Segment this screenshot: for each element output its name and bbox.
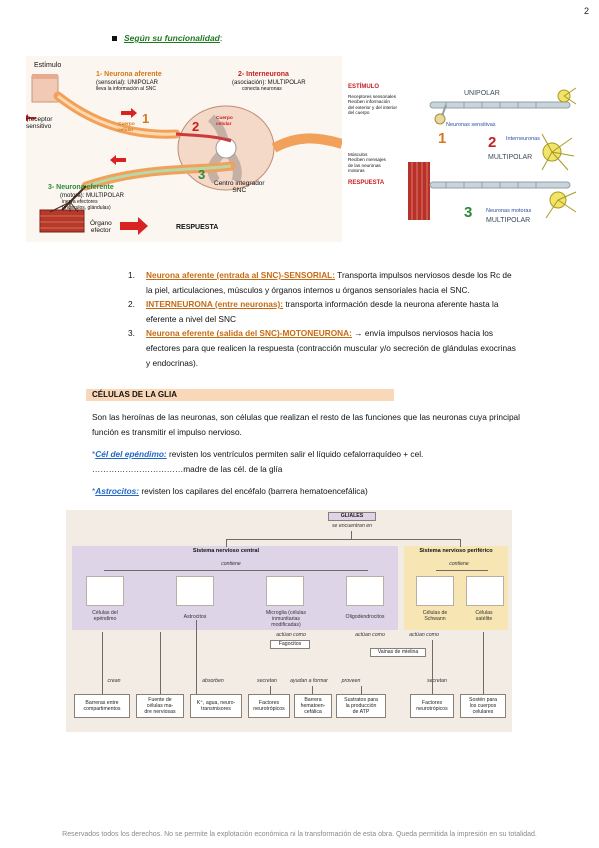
snc-label: Sistema nervioso central (192, 548, 260, 554)
list-item: 3.Neurona eferente (salida del SNC)-MOTO… (128, 328, 516, 368)
result-box: Sostén para los cuerpos celulares (460, 694, 506, 718)
cell-label: Oligodendrocitos (345, 614, 385, 620)
glia-concept-map: GLIALES se encuentran en Sistema nervios… (66, 510, 512, 732)
result-box: Fuente de células ma- dre nerviosas (136, 694, 184, 718)
page-number: 2 (583, 6, 589, 16)
unipolar-label: UNIPOLAR (464, 90, 500, 97)
neuron-function-list: 1.Neurona aferente (entrada al SNC)-SENS… (128, 268, 518, 370)
afferent-sub: (sensorial): UNIPOLAR (96, 80, 159, 86)
oligodendrocito-cell-image (346, 576, 384, 606)
right-estimulo: ESTÍMULO (348, 84, 379, 90)
cell-label: Células de Schwann (422, 610, 448, 622)
astrocitos-paragraph: *Astrocitos: revisten los capilares del … (92, 486, 368, 496)
list-item: 2.INTERNEURONA (entre neuronas): transpo… (128, 299, 499, 324)
glia-intro: Son las heroínas de las neuronas, son cé… (92, 412, 521, 437)
inter-sub: (asociación): MULTIPOLAR (232, 80, 306, 86)
glia-heading: CÉLULAS DE LA GLIA (86, 389, 394, 401)
gliales-box: GLIALES (328, 512, 376, 521)
result-box: Barreras entre compartimentos (74, 694, 130, 718)
vainas-box: Vainas de mielina (370, 648, 426, 657)
reflex-arc-illustration (23, 74, 344, 235)
copyright-footer: Reservados todos los derechos. No se per… (62, 831, 537, 838)
cell-label: Microglia (células inmunitarias modifica… (265, 610, 307, 628)
cell-label: Células satélite (475, 610, 493, 622)
section-heading: Según su funcionalidad: (112, 33, 222, 43)
sensitivas-label: Neuronas sensitivas (446, 122, 496, 128)
motoras-label: Neuronas motoras (486, 208, 532, 214)
efferent-title: 3- Neurona eferente (48, 184, 114, 191)
fagocitos-box: Fagocitos (270, 640, 310, 649)
snp-label: Sistema nervioso periférico (419, 548, 493, 554)
right-respuesta: RESPUESTA (348, 180, 385, 186)
result-box: Factores neurotrópicos (248, 694, 290, 718)
right-num-2: 2 (488, 134, 497, 151)
efferent-desc: inerva efectores (músculos, glándulas) (62, 199, 111, 211)
ependimo-cell-image (86, 576, 124, 606)
respuesta-label: RESPUESTA (176, 224, 219, 231)
estimulo-label: Estímulo (34, 62, 62, 69)
multipolar-label-1: MULTIPOLAR (488, 154, 533, 161)
satelite-cell-image (466, 576, 504, 606)
afferent-desc: lleva la información al SNC (96, 86, 157, 92)
result-box: Barrera hematoen- cefálica (294, 694, 332, 718)
cuerpo-celular-label-2: Cuerpo celular (216, 116, 233, 127)
cuerpo-celular-label-1: Cuerpo celular (118, 122, 135, 133)
square-bullet-icon (112, 35, 117, 41)
num-2: 2 (192, 119, 200, 134)
cell-label: Células del epéndimo (92, 610, 118, 622)
neuron-types-figure: ESTÍMULO Receptores sensoriales Reciben … (346, 74, 578, 228)
cell-label: Astrocitos (183, 614, 207, 620)
receptores-label: Receptores sensoriales Reciben informaci… (348, 94, 398, 115)
microglia-cell-image (266, 576, 304, 606)
right-num-1: 1 (438, 130, 447, 147)
receptor-label: Receptor sensitivo (26, 116, 53, 131)
num-1: 1 (142, 111, 150, 126)
inter-desc: conecta neuronas (242, 86, 282, 92)
num-3: 3 (198, 167, 206, 182)
interneuronas-label: Interneuronas (506, 136, 540, 142)
schwann-cell-image (416, 576, 454, 606)
astrocito-cell-image (176, 576, 214, 606)
afferent-title: 1- Neurona aferente (96, 71, 162, 78)
multipolar-label-2: MULTIPOLAR (486, 217, 531, 224)
organo-efector-label: Órgano efector (90, 220, 112, 235)
centro-integrador-label: Centro integrador SNC (214, 180, 265, 195)
right-num-3: 3 (464, 204, 473, 221)
neuron-types-illustration (408, 87, 577, 220)
astrocitos-key: Astrocitos: (95, 486, 140, 496)
result-box: K⁺, agua, neuro- transmisores (190, 694, 242, 718)
reflex-arc-figure: Estímulo 1- Neurona aferente (sensorial)… (23, 56, 344, 242)
inter-title: 2- Interneurona (238, 71, 289, 78)
efferent-sub: (motora): MULTIPOLAR (60, 193, 124, 199)
ependimo-key: Cél del epéndimo: (95, 449, 167, 459)
musculos-label: Músculos Reciben mensajes de las neurona… (348, 152, 386, 173)
result-box: Factores neurotrópicos (410, 694, 454, 718)
list-item: 1.Neurona aferente (entrada al SNC)-SENS… (128, 270, 512, 295)
result-box: Sustratos para la producción de ATP (336, 694, 386, 718)
ependimo-paragraph: *Cél del epéndimo: revisten los ventrícu… (92, 449, 424, 474)
section-heading-text: Según su funcionalidad (124, 33, 220, 43)
